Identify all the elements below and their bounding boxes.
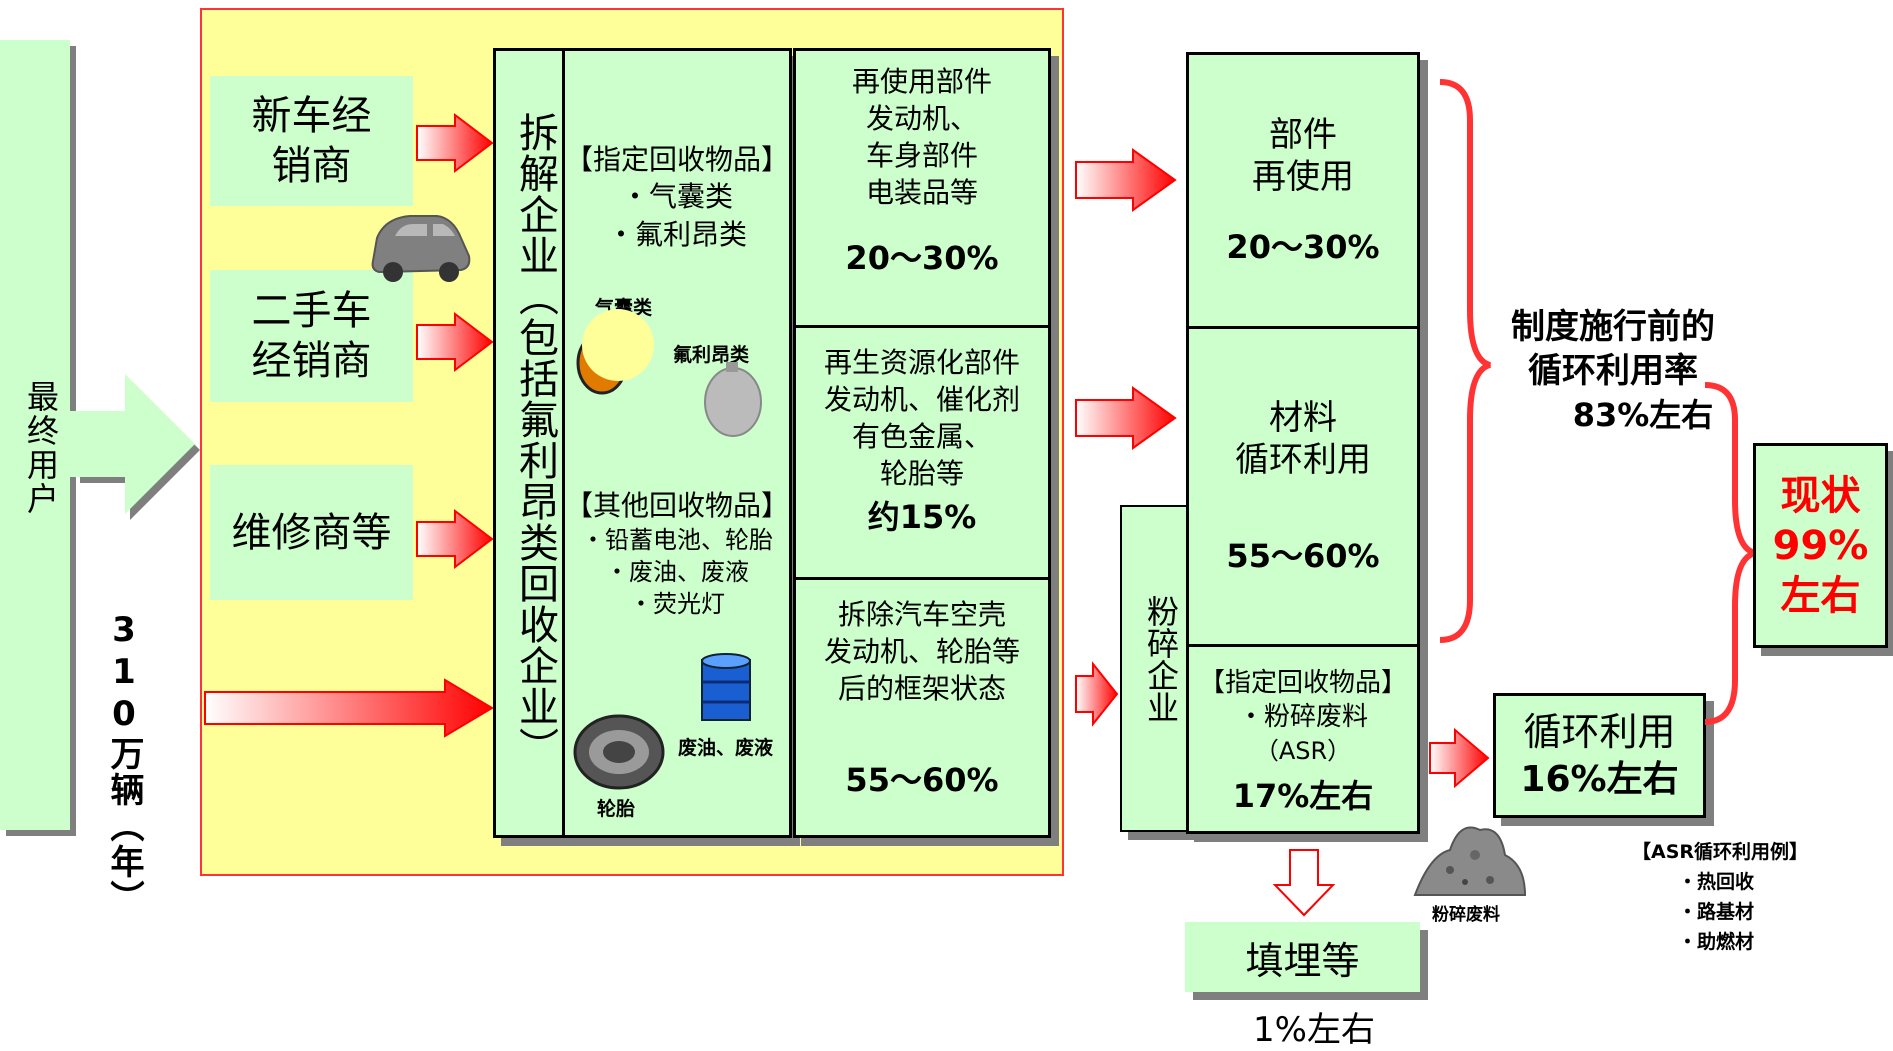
asr-example-item: ・热回收	[1678, 871, 1755, 893]
recycled-resources-pct: 约15%	[867, 498, 977, 536]
landfill-pct: 1%左右	[1253, 1010, 1375, 1050]
freon-icon	[700, 360, 770, 444]
pre-rate-pct: 83%左右	[1572, 396, 1714, 434]
asr-pct: 17%左右	[1232, 776, 1374, 815]
shell-frame-line: 拆除汽车空壳	[837, 598, 1006, 631]
material-recycle-box: 材料 循环利用 55～60%	[1186, 326, 1420, 647]
new-car-dealer-box: 新车经销商	[210, 76, 413, 206]
repair-shop-box: 维修商等	[210, 465, 413, 600]
freon-label: 氟利昂类	[673, 344, 750, 366]
designated-item: ・气囊类	[620, 180, 733, 213]
reuse-parts-line: 再使用部件	[851, 65, 992, 98]
shredder-label: 粉碎企业	[1142, 595, 1180, 723]
designated-item: ・氟利昂类	[606, 218, 747, 251]
shredder-box	[1120, 505, 1190, 832]
pre-rate-line: 循环利用率	[1528, 351, 1698, 391]
brace-pre-rate	[1439, 79, 1492, 643]
recycle-pct: 16%左右	[1520, 758, 1679, 800]
arrow-to-landfill	[1272, 849, 1336, 917]
other-header: 【其他回收物品】	[564, 489, 789, 522]
material-recycle-pct: 55～60%	[1226, 536, 1380, 575]
arrow-to-parts-reuse	[1075, 148, 1177, 212]
arrow-to-material	[1075, 386, 1177, 450]
pre-rate-line: 制度施行前的	[1511, 307, 1715, 347]
repair-shop-label: 维修商等	[231, 509, 392, 556]
recycled-resources-line: 轮胎等	[879, 457, 964, 490]
parts-reuse-line: 再使用	[1252, 156, 1354, 197]
end-user-arrow-shape	[0, 40, 200, 836]
recycled-resources-line: 有色金属、	[851, 420, 992, 453]
asr-header: 【指定回收物品】	[1198, 667, 1407, 698]
current-status-box: 现状 99% 左右	[1753, 443, 1888, 648]
asr-examples-title: 【ASR循环利用例】	[1632, 841, 1809, 863]
used-car-dealer-label: 二手车经销商	[251, 288, 372, 384]
asr-code: （ASR）	[1254, 736, 1352, 765]
reuse-parts-pct: 20～30%	[845, 239, 999, 277]
parts-reuse-line: 部件	[1269, 114, 1337, 155]
new-car-dealer-label: 新车经销商	[251, 93, 372, 189]
material-recycle-line: 材料	[1269, 397, 1337, 438]
landfill-label: 填埋等	[1245, 938, 1360, 983]
arrow-to-recycle	[1429, 727, 1490, 789]
designated-items: 【指定回收物品】 ・气囊类 ・氟利昂类	[562, 138, 792, 254]
tire-icon	[572, 712, 667, 796]
arrow-from-used-car	[416, 311, 494, 373]
reuse-parts-line: 发动机、	[865, 102, 978, 135]
shred-waste-icon	[1410, 810, 1530, 904]
shell-frame-pct: 55～60%	[845, 761, 999, 799]
shell-frame-box: 拆除汽车空壳 发动机、轮胎等 后的框架状态 55～60%	[793, 577, 1051, 838]
arrow-from-end-user	[204, 678, 494, 738]
asr-item: ・粉碎废料	[1237, 701, 1368, 732]
recycled-resources-line: 发动机、催化剂	[823, 383, 1020, 416]
asr-box: 【指定回收物品】 ・粉碎废料 （ASR） 17%左右	[1186, 644, 1420, 834]
car-icon	[365, 206, 475, 290]
parts-reuse-box: 部件 再使用 20～30%	[1186, 52, 1420, 329]
landfill-box: 填埋等	[1185, 922, 1420, 992]
dismantler-box	[493, 48, 565, 838]
shell-frame-line: 发动机、轮胎等	[823, 635, 1020, 668]
shred-waste-label: 粉碎废料	[1432, 905, 1500, 925]
end-user-arrow	[0, 40, 200, 840]
current-suffix: 左右	[1780, 572, 1861, 619]
other-item: ・荧光灯	[629, 590, 725, 618]
vehicle-count-label: 310万辆（年）	[104, 610, 144, 916]
reuse-parts-box: 再使用部件 发动机、 车身部件 电装品等 20～30%	[793, 48, 1051, 328]
asr-examples: 【ASR循环利用例】 ・热回收 ・路基材 ・助燃材	[1632, 837, 1808, 957]
material-recycle-line: 循环利用	[1235, 439, 1371, 480]
recycle-box: 循环利用 16%左右	[1493, 693, 1706, 818]
designated-header: 【指定回收物品】	[564, 143, 789, 176]
arrow-to-shredder	[1075, 661, 1119, 727]
asr-example-item: ・路基材	[1678, 901, 1755, 923]
recycle-label: 循环利用	[1523, 709, 1676, 754]
recycled-resources-box: 再生资源化部件 发动机、催化剂 有色金属、 轮胎等 约15%	[793, 325, 1051, 580]
dismantler-label: 拆解企业（包括氟利昂类回收企业）	[512, 112, 558, 768]
oil-label: 废油、废液	[678, 737, 774, 759]
reuse-parts-line: 电装品等	[865, 176, 978, 209]
recycled-resources-line: 再生资源化部件	[823, 346, 1020, 379]
end-user-label: 最终用户	[22, 380, 60, 516]
other-items: 【其他回收物品】 ・铅蓄电池、轮胎 ・废油、废液 ・荧光灯	[562, 484, 792, 620]
asr-example-item: ・助燃材	[1678, 931, 1755, 953]
arrow-from-new-car	[416, 112, 494, 174]
shell-frame-line: 后的框架状态	[837, 672, 1006, 705]
tire-label: 轮胎	[597, 798, 636, 820]
current-label: 现状	[1780, 472, 1861, 519]
current-pct: 99%	[1772, 522, 1869, 569]
reuse-parts-line: 车身部件	[865, 139, 978, 172]
other-item: ・废油、废液	[605, 558, 749, 586]
recovered-items-box	[562, 48, 792, 838]
arrow-from-repair-shop	[416, 508, 494, 570]
other-item: ・铅蓄电池、轮胎	[581, 526, 773, 554]
used-car-dealer-box: 二手车经销商	[210, 270, 413, 402]
pre-rate-text: 制度施行前的 循环利用率 83%左右	[1488, 305, 1738, 437]
airbag-icon	[572, 305, 654, 399]
oil-drum-icon	[700, 652, 752, 728]
parts-reuse-pct: 20～30%	[1226, 227, 1380, 266]
